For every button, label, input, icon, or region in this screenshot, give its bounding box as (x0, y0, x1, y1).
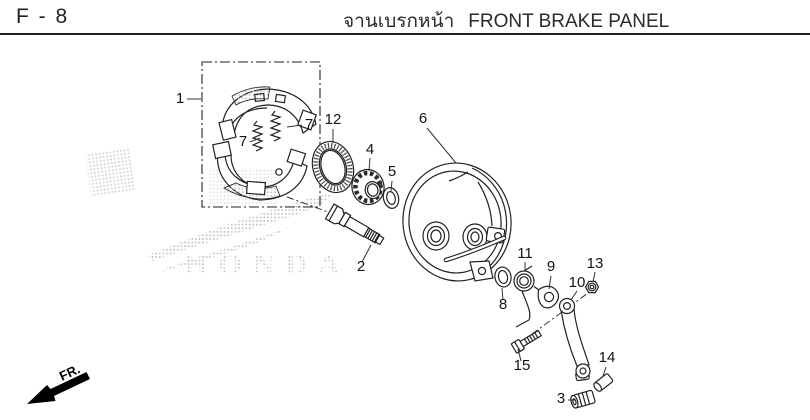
honda-watermark: HONDA (85, 147, 351, 281)
brake-shoe-set-box (201, 61, 321, 208)
brake-camshaft (324, 203, 385, 246)
dust-seal-ring (311, 140, 355, 194)
page-title-thai: จานเบรกหน้า (343, 11, 455, 32)
callout-12: 12 (325, 111, 342, 128)
indicator-plate (533, 285, 560, 309)
joint-pin (593, 373, 614, 392)
arm-bolt (510, 329, 543, 354)
bolt-axis-line (531, 292, 589, 335)
watermark-text: HONDA (184, 248, 351, 281)
fr-arrow-icon (27, 372, 90, 404)
brake-shoe-upper (218, 86, 318, 141)
brake-shoe-spring-left (251, 120, 264, 152)
callout-9: 9 (547, 258, 555, 275)
page-code: F - 8 (16, 5, 70, 28)
callout-13: 13 (587, 255, 604, 272)
page-title-english: FRONT BRAKE PANEL (468, 11, 670, 32)
washer (382, 187, 400, 209)
callout-10: 10 (569, 274, 586, 291)
callout-1: 1 (176, 90, 184, 107)
arm-nut (584, 280, 600, 294)
callout-leader-lines (187, 98, 607, 401)
front-brake-panel (402, 162, 512, 282)
return-spring (513, 265, 535, 328)
callout-8: 8 (499, 296, 507, 313)
brake-shoe-lower (212, 140, 308, 201)
assembly-axis-line (286, 196, 329, 213)
brake-cam-plate (351, 168, 385, 206)
front-direction-indicator: FR. (27, 361, 90, 404)
cam-seal (494, 266, 512, 288)
adjusting-nut (570, 389, 596, 409)
brake-arm (558, 297, 591, 382)
header-divider (0, 33, 810, 35)
callout-4: 4 (366, 141, 374, 158)
callout-11: 11 (517, 245, 533, 262)
page-title: จานเบรกหน้า FRONT BRAKE PANEL (343, 6, 669, 36)
callout-3: 3 (557, 390, 565, 407)
callout-7a: 7 (305, 116, 313, 133)
brake-shoe-spring-right (269, 110, 282, 142)
callout-14: 14 (599, 349, 616, 366)
callout-2: 2 (357, 258, 365, 275)
callout-7b: 7 (239, 133, 247, 150)
callout-5: 5 (388, 163, 396, 180)
callout-6: 6 (419, 110, 427, 127)
callout-15: 15 (514, 357, 531, 374)
